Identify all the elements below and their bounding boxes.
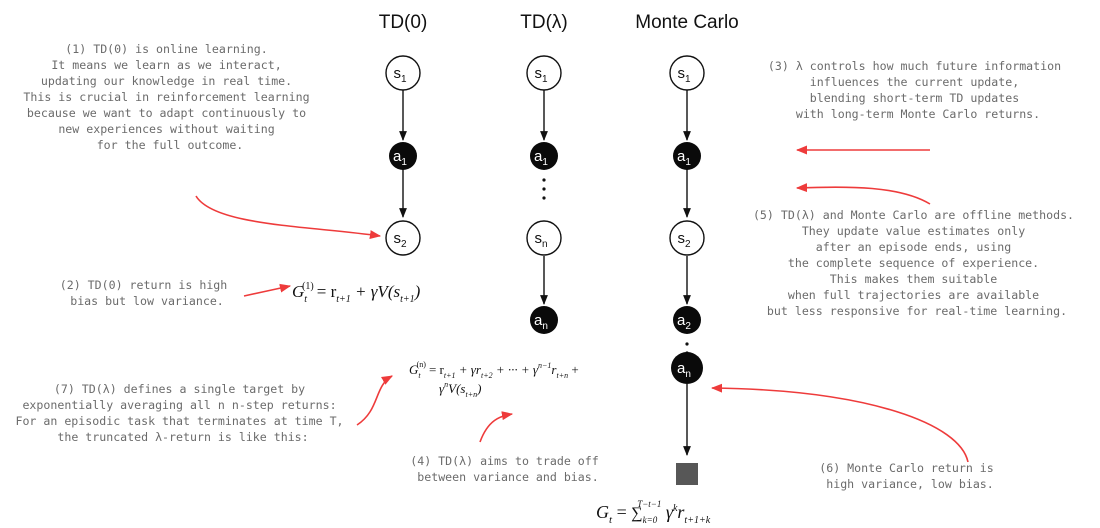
mc-node-a2: a2 (673, 306, 701, 334)
svg-text:a1: a1 (393, 148, 407, 168)
arrow-note1-to-s2 (195, 195, 382, 240)
tdl-node-a1: a1 (530, 142, 558, 170)
td0-node-a1: a1 (389, 142, 417, 170)
formula-mc-return: Gt = ∑k=0T−t−1 γkrt+1+k (596, 499, 711, 526)
svg-text:s2: s2 (677, 230, 691, 250)
arrow-note5-to-columns (795, 183, 931, 205)
svg-text:s1: s1 (534, 65, 548, 85)
mc-node-s1: s1 (669, 55, 705, 91)
ellipsis-dots (542, 178, 689, 364)
arrow-note4-to-nstep (479, 411, 514, 443)
terminal-state-square (676, 463, 698, 485)
note-3-lambda-controls: (3) λ controls how much future informati… (768, 59, 1068, 121)
backup-arrows (399, 90, 691, 456)
formula-td0-return: Gt(1)= rt+1 + γV(st+1) (292, 281, 421, 305)
td0-title: TD(0) (379, 12, 428, 33)
note-5-offline-methods: (5) TD(λ) and Monte Carlo are offline me… (753, 208, 1081, 318)
svg-text:a1: a1 (534, 148, 548, 168)
svg-text:s2: s2 (393, 230, 407, 250)
mc-node-s2: s2 (669, 220, 705, 256)
td0-node-s1: s1 (385, 55, 421, 91)
note-4-tradeoff: (4) TD(λ) aims to trade off between vari… (410, 454, 605, 484)
svg-text:s1: s1 (393, 65, 407, 85)
note-6-mc-variance: (6) Monte Carlo return is high variance,… (819, 461, 1001, 491)
svg-text:a1: a1 (677, 148, 691, 168)
svg-text:an: an (534, 312, 548, 332)
tdl-node-s1: s1 (526, 55, 562, 91)
arrow-note7-to-nstep (356, 375, 393, 426)
td0-node-s2: s2 (385, 220, 421, 256)
arrow-note6-to-an (710, 383, 969, 463)
svg-text:sn: sn (534, 230, 547, 250)
note-7-lambda-return: (7) TD(λ) defines a single target by exp… (15, 382, 350, 444)
mc-node-an: an (671, 352, 703, 384)
tdlambda-title: TD(λ) (520, 12, 567, 33)
note-2-td0-bias: (2) TD(0) return is high bias but low va… (60, 278, 235, 308)
arrow-note2-to-formula (243, 283, 292, 297)
tdl-node-an: an (530, 306, 558, 334)
annotation-arrows (195, 145, 969, 463)
svg-text:s1: s1 (677, 65, 691, 85)
mc-node-a1: a1 (673, 142, 701, 170)
svg-text:an: an (677, 360, 691, 380)
formula-nstep-return-line1: Gt(n)= rt+1 + γrt+2 + ··· + γn−1rt+n + (409, 360, 579, 380)
svg-text:a2: a2 (677, 312, 691, 332)
formula-nstep-return-line2: γnV(st+n) (439, 380, 481, 399)
note-1-td0-online: (1) TD(0) is online learning. It means w… (23, 42, 316, 152)
monte-carlo-title: Monte Carlo (635, 12, 739, 33)
tdl-node-sn: sn (526, 220, 562, 256)
